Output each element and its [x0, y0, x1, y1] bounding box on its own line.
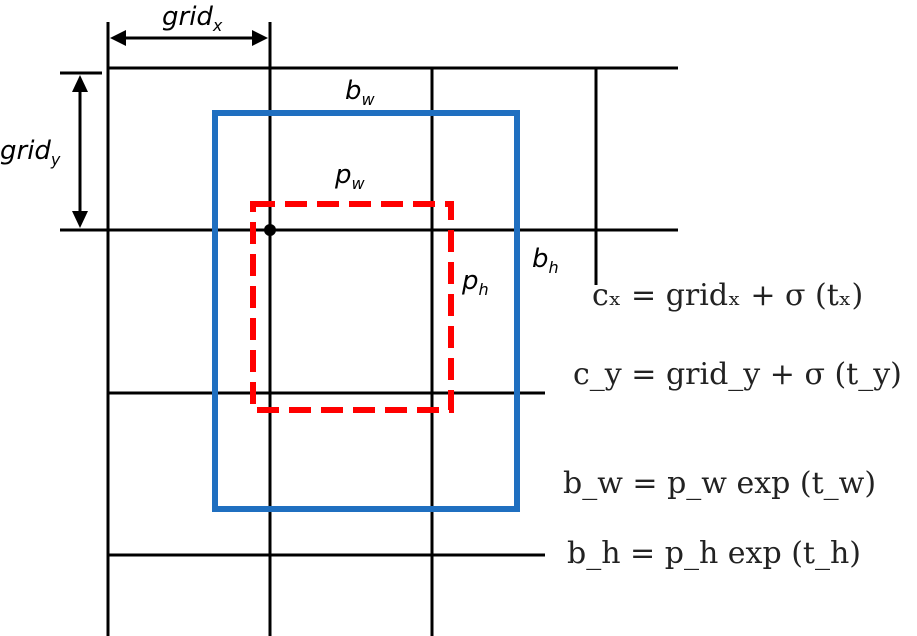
cell-origin-dot	[264, 224, 276, 236]
label-p-w: pw	[335, 160, 365, 194]
label-p-h: ph	[462, 266, 489, 300]
equation-cx: cₓ = gridₓ + σ (tₓ)	[592, 278, 864, 313]
label-b-h: bh	[532, 244, 559, 278]
label-grid-x: gridx	[162, 2, 223, 36]
anchor-prior-box	[250, 201, 454, 413]
grid-x-dimension-arrow	[106, 22, 272, 68]
bounding-box	[212, 110, 520, 512]
equation-cy: c_y = grid_y + σ (t_y)	[573, 357, 902, 392]
grid-y-dimension-arrow	[72, 75, 88, 228]
label-b-w: bw	[345, 76, 375, 110]
label-grid-y: gridy	[0, 136, 61, 170]
equation-bw: b_w = p_w exp (t_w)	[563, 466, 877, 501]
equation-bh: b_h = p_h exp (t_h)	[567, 536, 861, 571]
grid-lines	[60, 66, 678, 636]
